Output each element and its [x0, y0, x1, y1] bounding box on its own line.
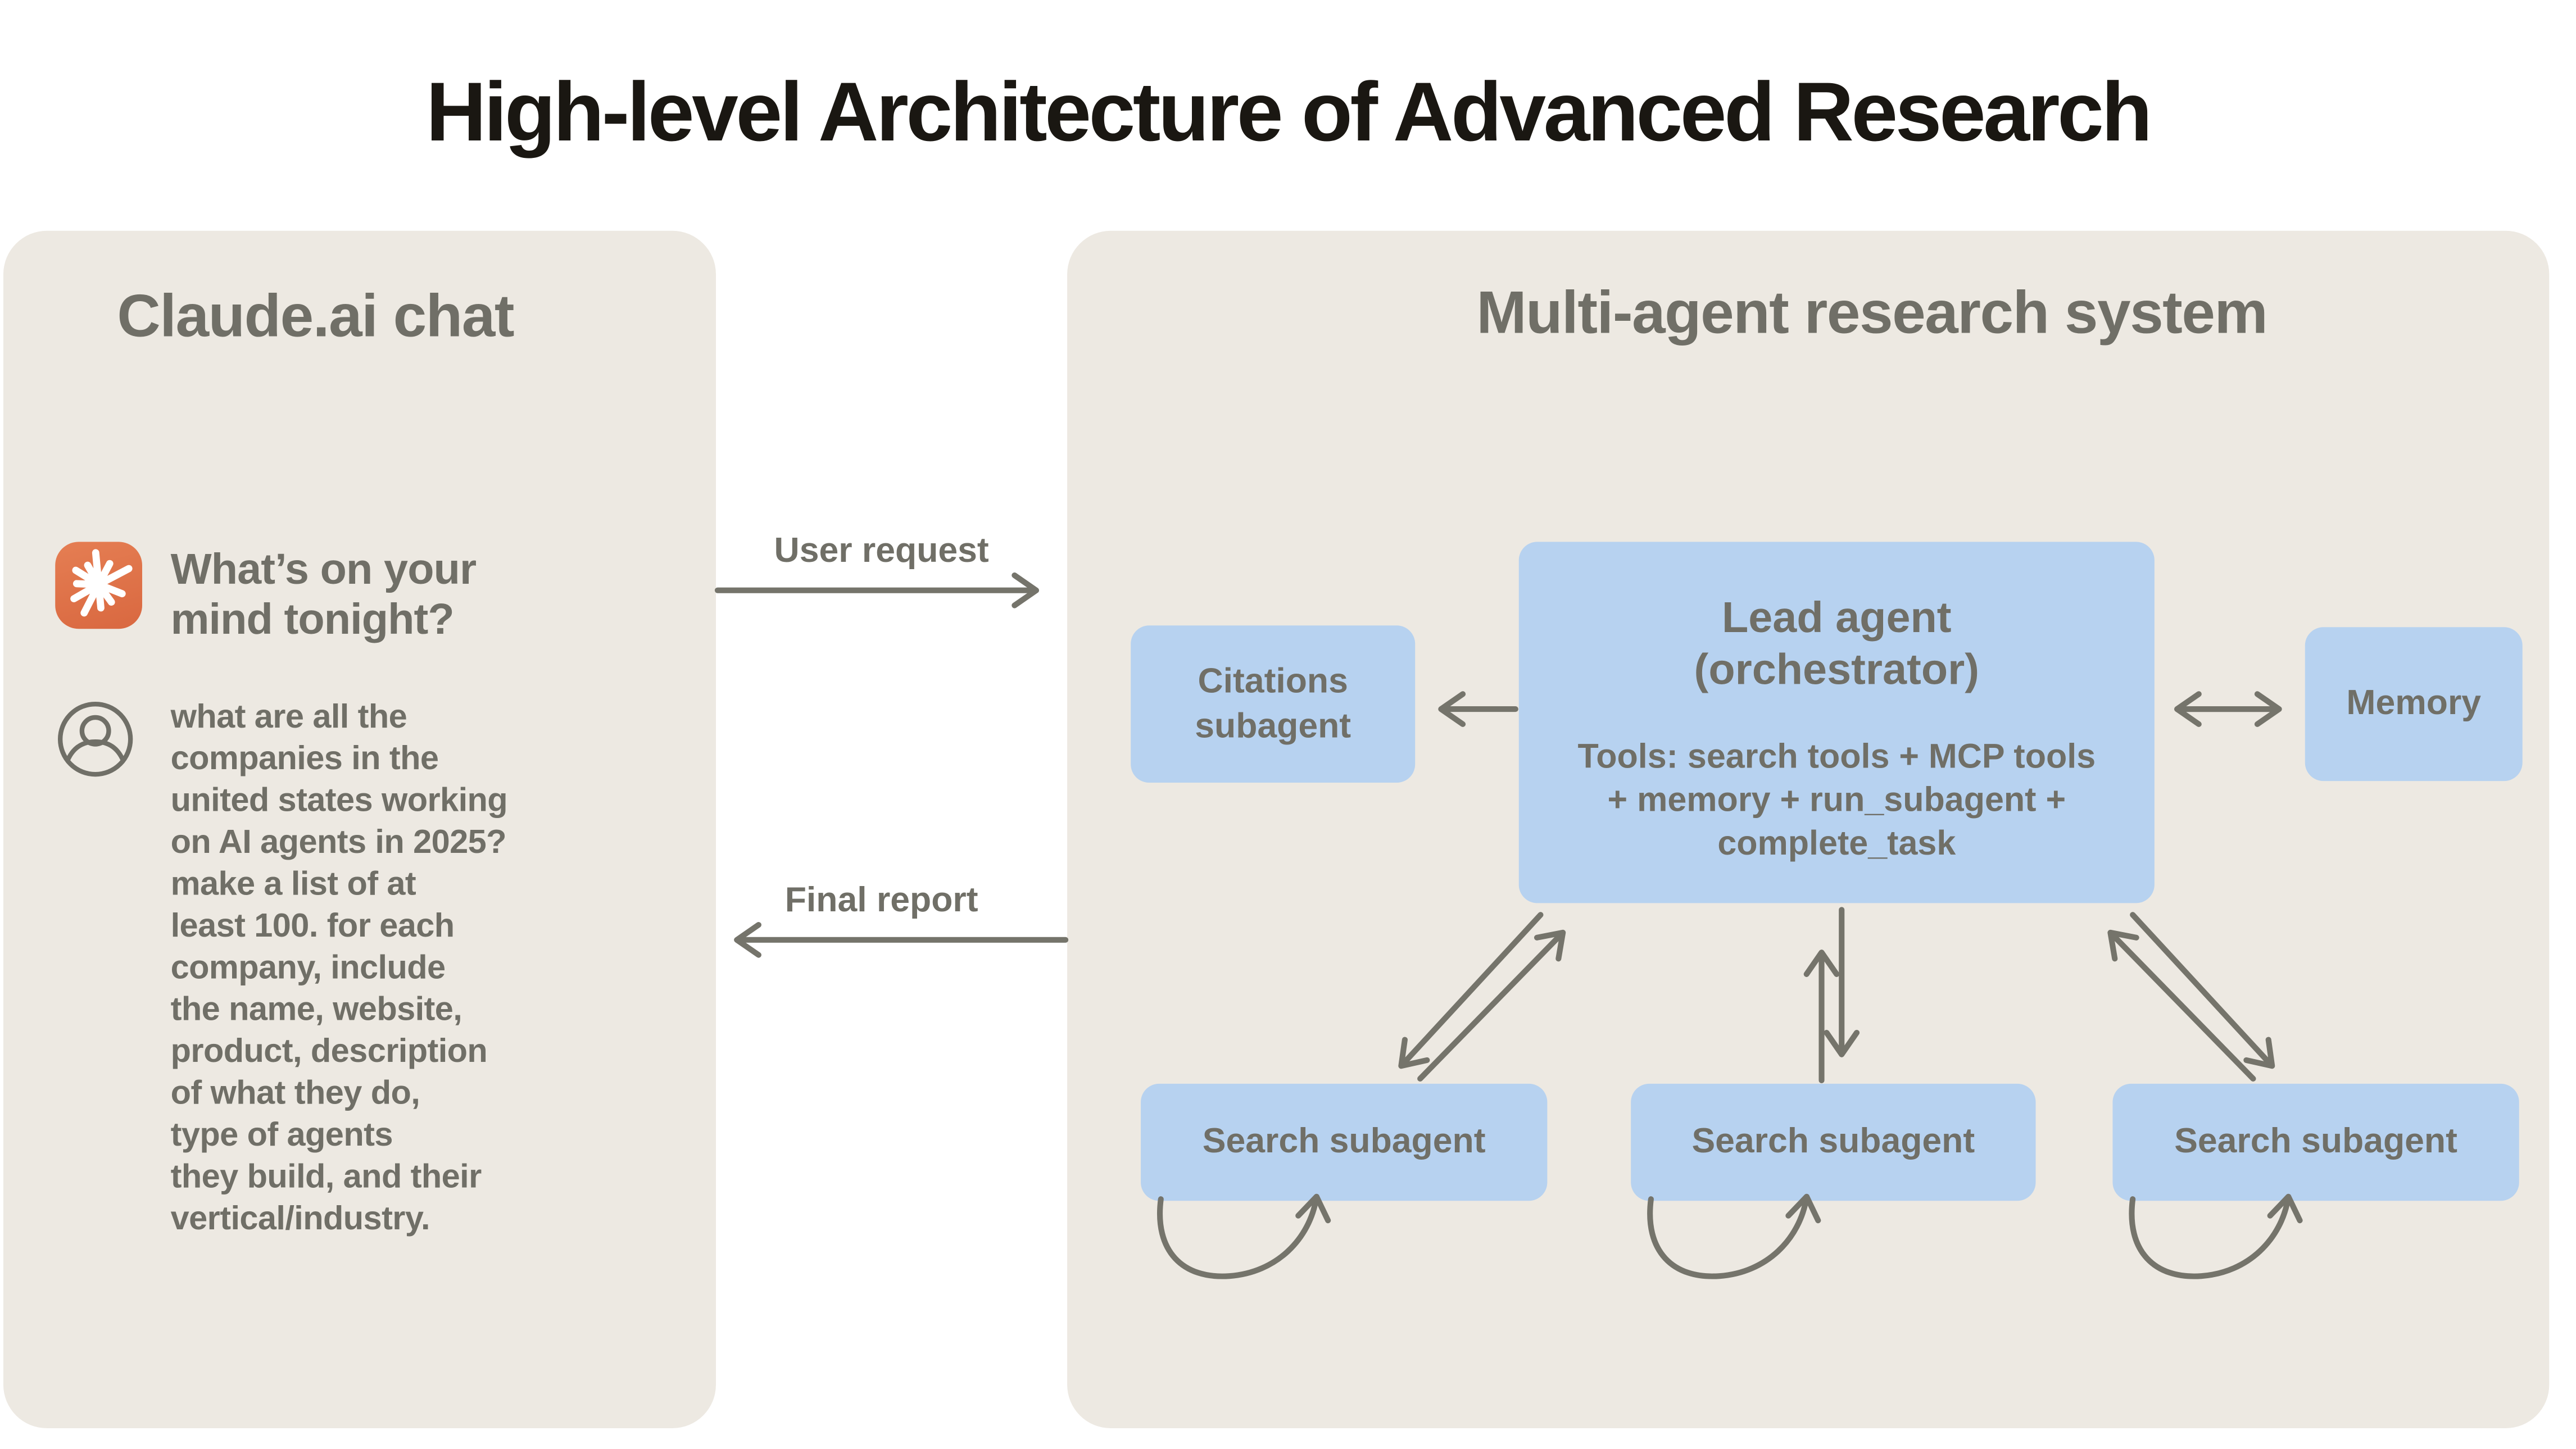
- system-panel: Multi-agent research system Lead agent(o…: [1067, 230, 2550, 1429]
- citations-subagent-box: Citations subagent: [1131, 625, 1416, 783]
- system-panel-title: Multi-agent research system: [1476, 278, 2267, 347]
- final-report-label: Final report: [784, 881, 978, 920]
- user-request-label: User request: [774, 532, 989, 571]
- claude-starburst-icon: [55, 542, 143, 629]
- memory-box: Memory: [2305, 627, 2523, 782]
- search-subagent-label: Search subagent: [2174, 1122, 2457, 1161]
- user-message-line: of what they do,: [170, 1075, 420, 1112]
- user-avatar-icon: [55, 699, 135, 779]
- prompt-heading-line: mind tonight?: [170, 593, 455, 644]
- user-message-line: type of agents: [170, 1117, 393, 1154]
- search-subagent-box-3: Search subagent: [2112, 1083, 2519, 1201]
- lead-agent-tools: Tools: search tools + MCP tools + memory …: [1577, 736, 2096, 866]
- user-message-line: what are all the: [170, 699, 407, 736]
- citations-subagent-label-line: subagent: [1195, 707, 1352, 746]
- lead-agent-title: Lead agent(orchestrator): [1694, 592, 1979, 696]
- lead-agent-tools-line: + memory + run_subagent +: [1607, 781, 2066, 820]
- user-message-line: the name, website,: [170, 992, 462, 1029]
- user-message-line: united states working: [170, 783, 508, 820]
- user-message: what are all the companies in the united s…: [171, 697, 606, 1241]
- user-message-line: company, include: [170, 950, 446, 987]
- citations-subagent-label-line: Citations: [1198, 662, 1348, 701]
- search-subagent-box-1: Search subagent: [1141, 1083, 1548, 1201]
- user-message-line: vertical/industry.: [170, 1201, 430, 1238]
- lead-agent-title-line: (orchestrator): [1694, 643, 1980, 694]
- user-message-line: make a list of at: [170, 866, 416, 903]
- search-subagent-box-2: Search subagent: [1631, 1083, 2036, 1201]
- lead-agent-box: Lead agent(orchestrator) Tools: search t…: [1518, 542, 2155, 903]
- search-subagent-label: Search subagent: [1691, 1122, 1975, 1161]
- page-title: High-level Architecture of Advanced Rese…: [426, 65, 2152, 159]
- lead-agent-title-line: Lead agent: [1721, 592, 1952, 643]
- user-message-line: on AI agents in 2025?: [170, 824, 507, 861]
- user-message-line: companies in the: [170, 741, 439, 778]
- memory-label: Memory: [2346, 684, 2482, 723]
- chat-panel-title: Claude.ai chat: [117, 281, 514, 350]
- prompt-heading-line: What’s on your: [170, 543, 477, 594]
- lead-agent-tools-line: complete_task: [1717, 824, 1956, 863]
- user-message-line: product, description: [170, 1033, 488, 1071]
- lead-agent-tools-line: Tools: search tools + MCP tools: [1577, 737, 2096, 776]
- user-message-line: they build, and their: [170, 1159, 482, 1196]
- user-message-line: least 100. for each: [170, 908, 455, 945]
- search-subagent-label: Search subagent: [1202, 1122, 1486, 1161]
